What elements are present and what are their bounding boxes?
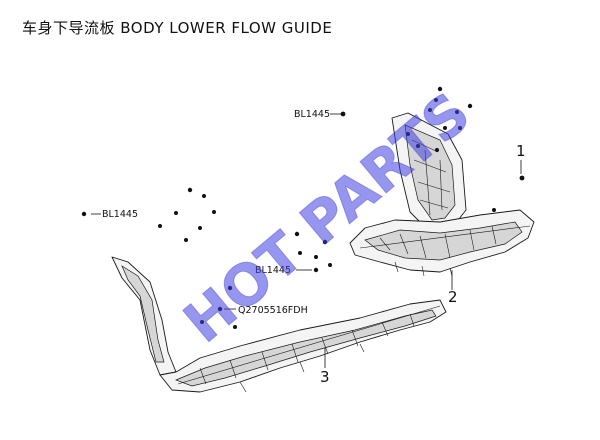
callout-bl1445-left: BL1445 bbox=[102, 209, 138, 220]
part-3-flow-guide[interactable] bbox=[111, 256, 447, 393]
part-number-3: 3 bbox=[320, 368, 330, 386]
fastener-clips bbox=[81, 86, 525, 329]
page-title: 车身下导流板 BODY LOWER FLOW GUIDE bbox=[22, 19, 333, 37]
leader-lines bbox=[91, 113, 522, 368]
callout-bl1445-middle: BL1445 bbox=[255, 265, 291, 276]
callout-q2705516fdh: Q2705516FDH bbox=[238, 305, 308, 316]
part-2-flow-guide[interactable] bbox=[349, 112, 535, 277]
part-number-2: 2 bbox=[448, 288, 458, 306]
callout-bl1445-top: BL1445 bbox=[294, 109, 330, 120]
part-number-1: 1 bbox=[516, 142, 526, 160]
